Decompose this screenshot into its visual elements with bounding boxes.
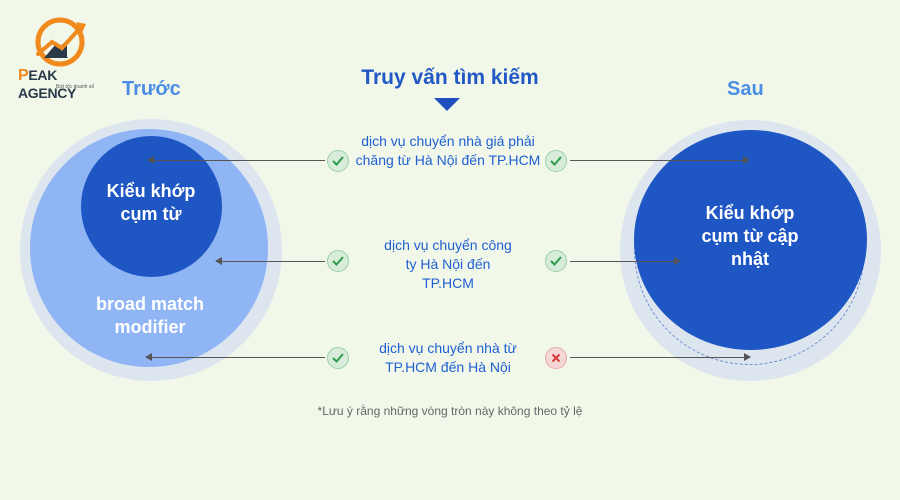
peak-agency-logo: PEAK AGENCY Bứt tốc doanh số [18,14,118,101]
broad-match-modifier-label: broad match modifier [95,294,205,337]
logo-mark: P [18,67,29,84]
before-arrow-1 [147,156,325,164]
updated-phrase-match-circle [634,130,867,350]
cross-icon [545,347,567,369]
scale-footnote: *Lưu ý rằng những vòng tròn này không th… [317,404,583,418]
search-queries-title: Truy vấn tìm kiếm [361,66,539,89]
down-triangle-icon [434,98,460,111]
check-icon [327,347,349,369]
before-arrow-2 [215,257,325,265]
updated-phrase-match-label: Kiểu khớp cụm từ cập nhật [701,203,799,269]
check-icon [545,250,567,272]
logo-tagline: Bứt tốc doanh số [56,84,95,90]
chart-house-icon [35,17,86,67]
check-icon [327,250,349,272]
before-arrow-3 [145,353,325,361]
after-title: Sau [727,78,764,100]
check-icon [545,150,567,172]
phrase-match-label: Kiểu khớp cụm từ [106,181,196,224]
check-icon [327,150,349,172]
query-1-text: dịch vụ chuyển nhà giá phải chăng từ Hà … [355,133,541,168]
query-2-text: dịch vụ chuyển công ty Hà Nội đến TP.HCM [384,237,512,291]
after-arrow-3 [570,353,751,361]
before-title: Trước [122,78,181,100]
logo-brand: EAK AGENCY [18,67,77,101]
after-arrow-1 [570,156,750,164]
after-arrow-2 [570,257,681,265]
query-3-text: dịch vụ chuyển nhà từ TP.HCM đến Hà Nội [379,340,517,375]
